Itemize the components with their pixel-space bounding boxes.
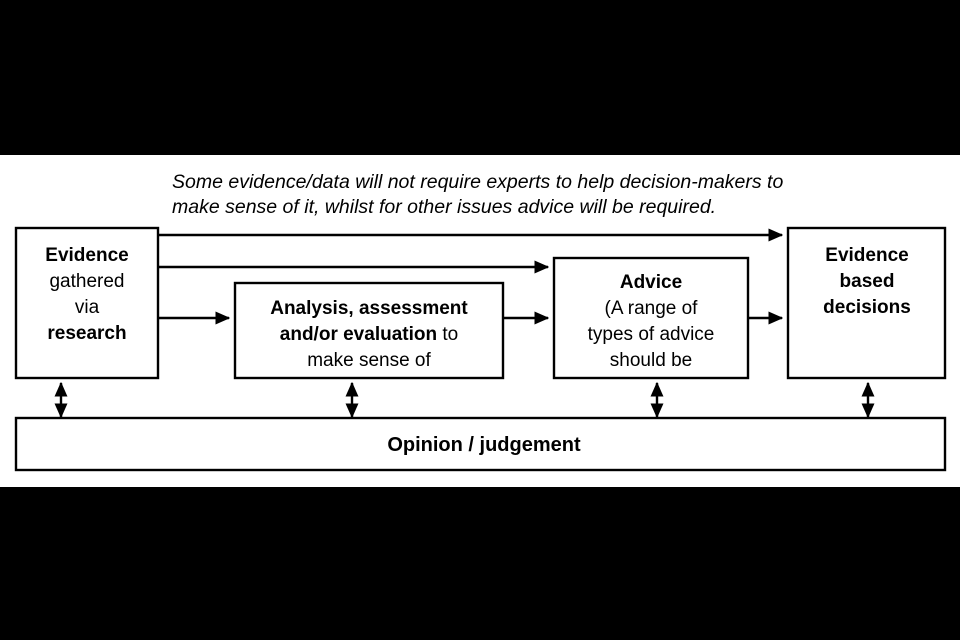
bar-opinion-judgement[interactable]: Opinion / judgement (14, 416, 947, 472)
diagram-canvas: Some evidence/data will not require expe… (0, 155, 960, 487)
box-analysis[interactable]: Analysis, assessment and/or evaluation t… (233, 281, 505, 380)
box-evidence-rect (14, 226, 160, 380)
bar-opinion-label: Opinion / judgement (387, 434, 581, 456)
box-advice[interactable]: Advice (A range of types of advice shoul… (552, 256, 750, 380)
box-evidence-line-1: Evidence (45, 245, 128, 266)
box-advice-line-2: (A range of (605, 298, 699, 319)
box-analysis-line-3: make sense of (307, 350, 431, 371)
box-evidence[interactable]: Evidence gathered via research (14, 226, 160, 380)
box-advice-line-3: types of advice (588, 324, 715, 345)
box-evidence-line-3: via (75, 297, 100, 318)
box-analysis-line-1: Analysis, assessment (270, 298, 468, 319)
box-decisions-rect (786, 226, 947, 380)
box-analysis-rect (233, 281, 505, 380)
box-evidence-line-4: research (47, 323, 126, 344)
box-evidence-line-2: gathered (49, 271, 124, 292)
box-decisions-line-2: based (840, 271, 895, 292)
box-decisions-line-3: decisions (823, 297, 911, 318)
box-decisions-line-1: Evidence (825, 245, 908, 266)
box-advice-line-1: Advice (620, 272, 682, 293)
flow-diagram: Some evidence/data will not require expe… (14, 171, 947, 472)
bar-opinion-rect (14, 416, 947, 472)
box-advice-rect (552, 256, 750, 380)
caption-line-2: make sense of it, whilst for other issue… (172, 196, 716, 218)
box-advice-line-4: should be (610, 350, 692, 371)
caption-line-1: Some evidence/data will not require expe… (172, 171, 783, 193)
box-analysis-line-2: and/or evaluation to (280, 324, 458, 345)
box-decisions[interactable]: Evidence based decisions (786, 226, 947, 380)
